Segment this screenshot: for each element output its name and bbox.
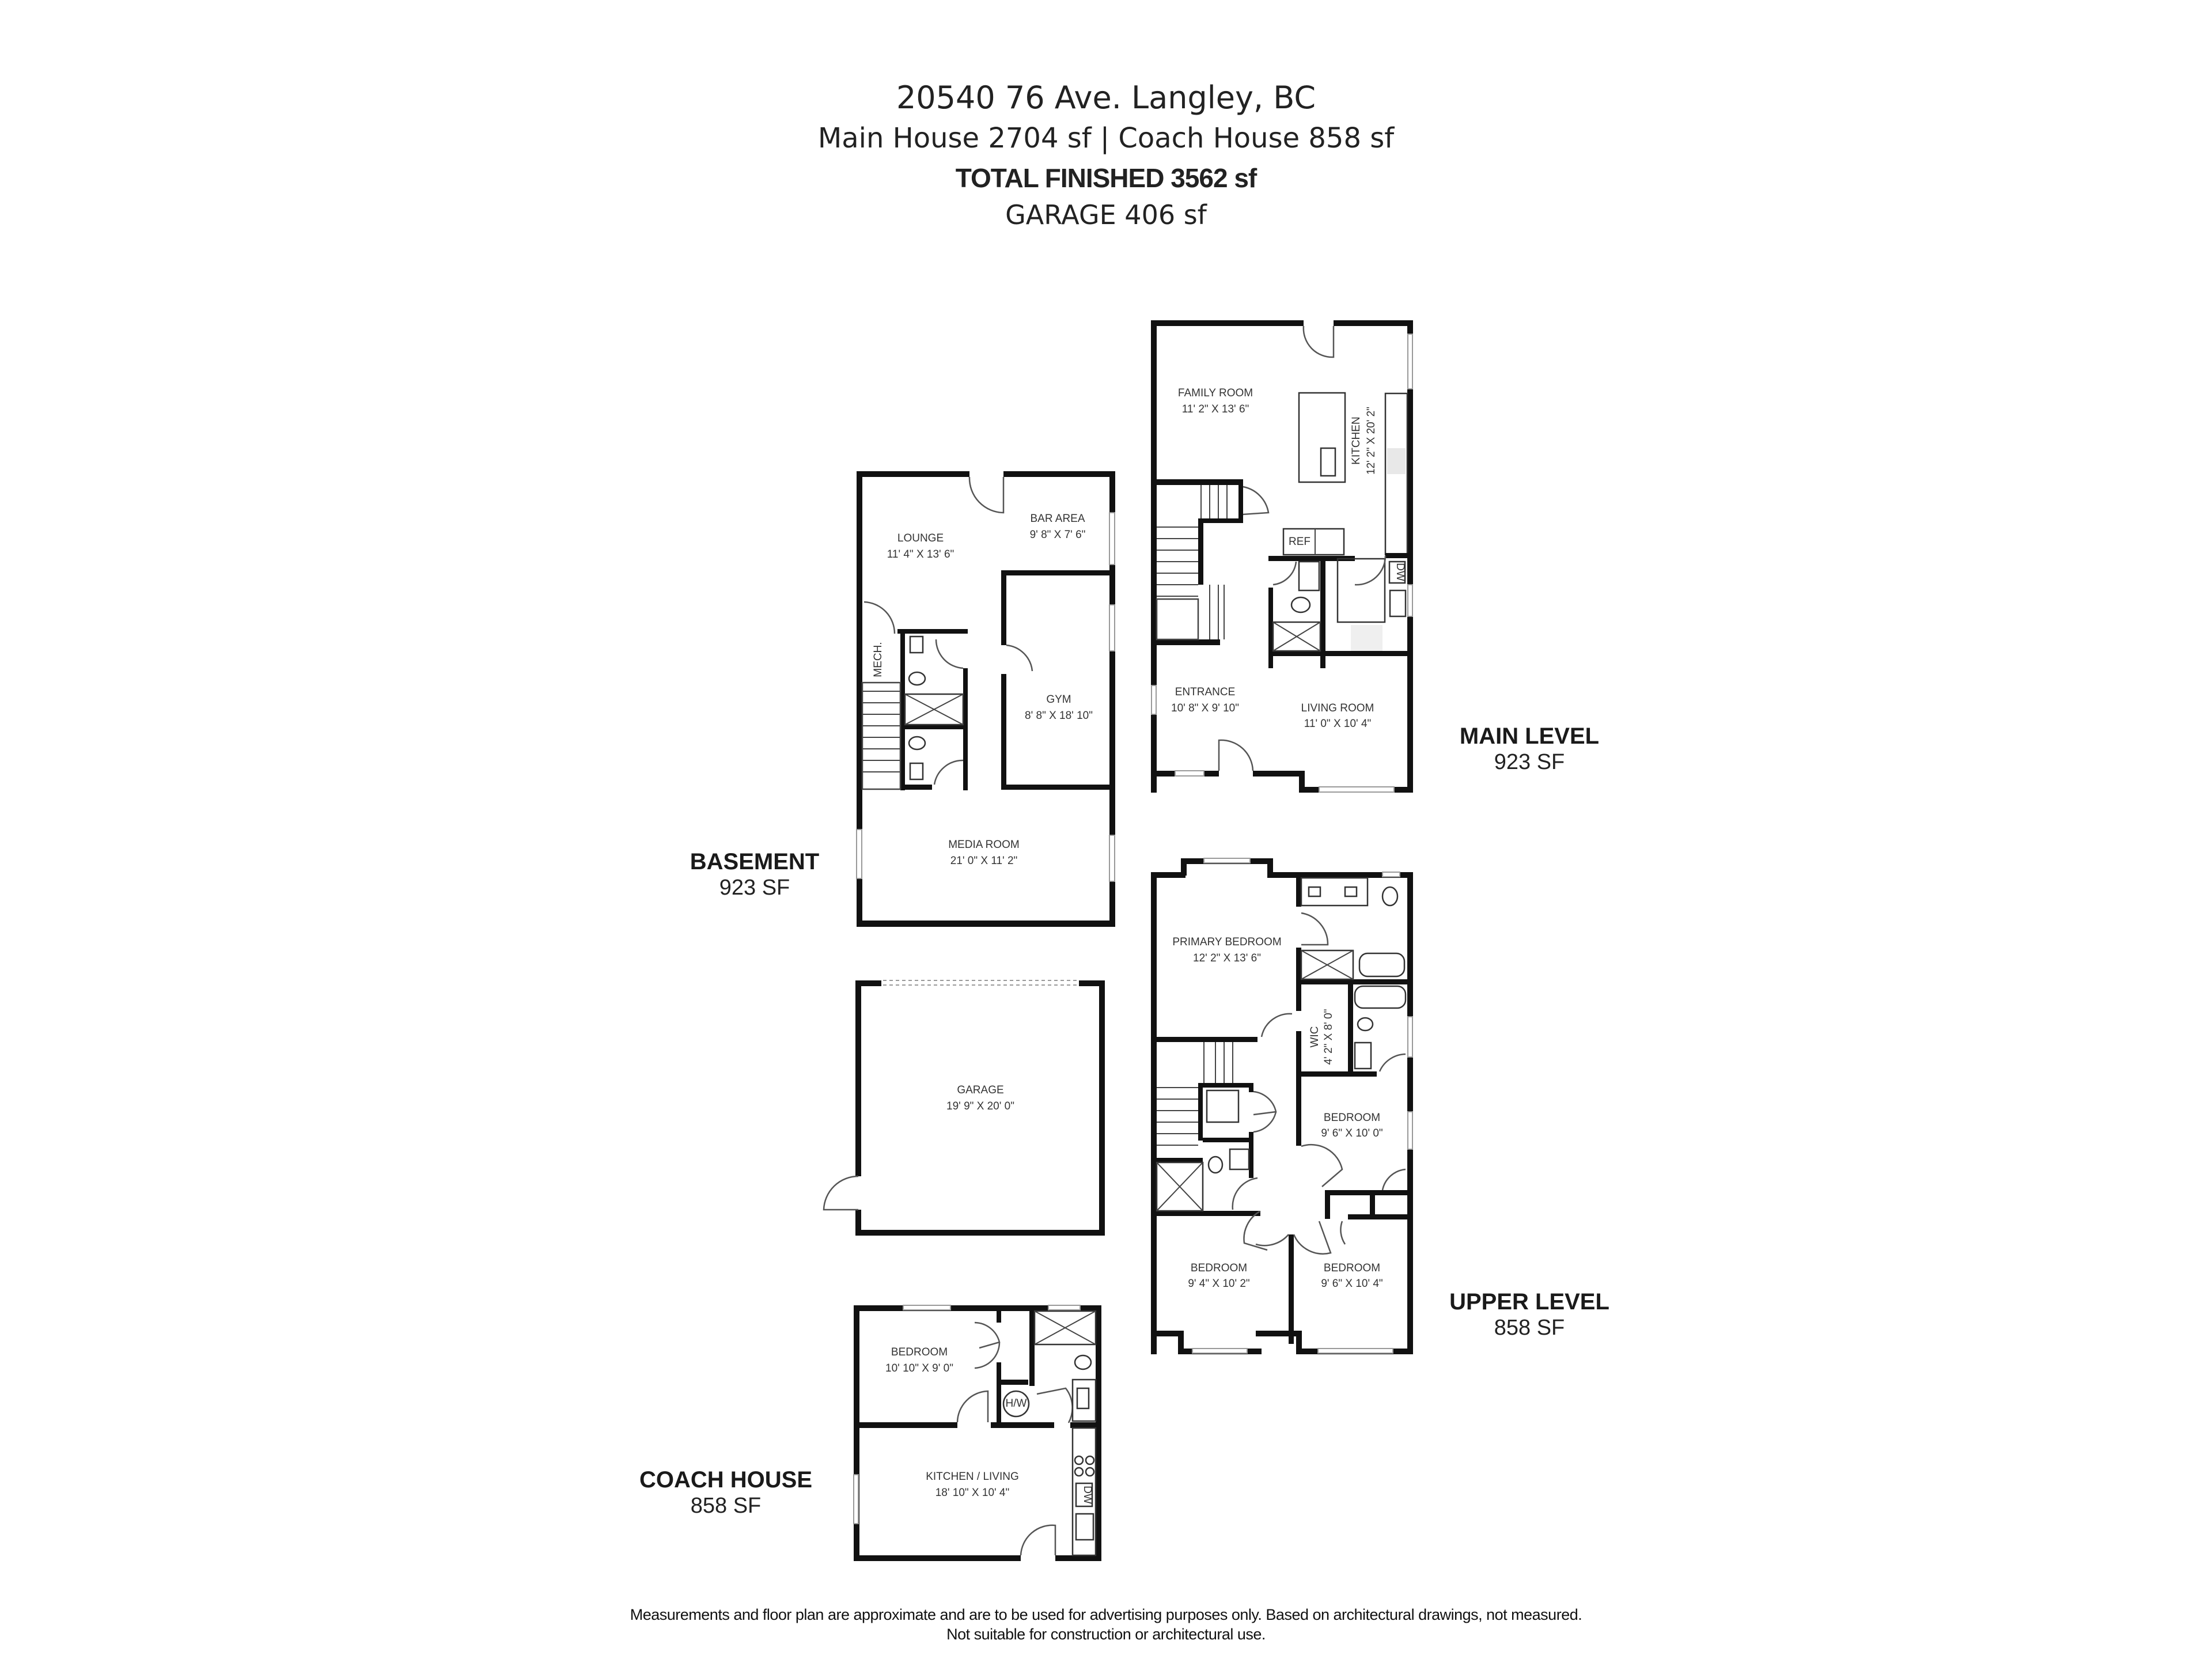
room-dims-coach-bedroom: 10' 10" X 9' 0": [885, 1362, 953, 1374]
level-area-main: 923 SF: [1494, 750, 1565, 774]
appliance-label-ref: REF: [1289, 536, 1310, 548]
level-title-upper: UPPER LEVEL: [1449, 1289, 1609, 1315]
room-label-media-room: MEDIA ROOM: [948, 839, 1020, 851]
appliance-label-hw: H/W: [1006, 1397, 1027, 1410]
room-dims-garage: 19' 9" X 20' 0": [946, 1100, 1014, 1112]
area-summary: Main House 2704 sf | Coach House 858 sf: [817, 122, 1395, 154]
room-dims-primary-bedroom: 12' 2" X 13' 6": [1193, 952, 1261, 964]
room-dims-bar-area: 9' 8" X 7' 6": [1030, 529, 1086, 541]
appliance-label-dw: DW: [1394, 563, 1406, 581]
room-label-kitchen-living: KITCHEN / LIVING: [926, 1471, 1019, 1483]
basement-plan: LOUNGE 11' 4" X 13' 6" BAR AREA 9' 8" X …: [856, 471, 1115, 927]
level-label-basement: BASEMENT 923 SF: [657, 849, 853, 900]
room-label-kitchen: KITCHEN: [1350, 416, 1362, 464]
level-area-basement: 923 SF: [719, 876, 790, 900]
room-dims-lounge: 11' 4" X 13' 6": [887, 548, 955, 560]
room-label-living-room: LIVING ROOM: [1301, 702, 1374, 714]
room-label-family-room: FAMILY ROOM: [1178, 387, 1253, 399]
level-label-upper: UPPER LEVEL 858 SF: [1434, 1289, 1624, 1340]
level-area-upper: 858 SF: [1494, 1316, 1565, 1340]
appliance-label-coach-dw: DW: [1081, 1486, 1093, 1504]
room-dims-bedroom-2: 9' 6" X 10' 0": [1321, 1127, 1382, 1139]
room-label-wic: WIC: [1309, 1027, 1321, 1048]
room-label-garage: GARAGE: [957, 1084, 1003, 1096]
room-dims-family-room: 11' 2" X 13' 6": [1182, 403, 1249, 415]
level-label-main: MAIN LEVEL 923 SF: [1440, 723, 1619, 775]
room-label-lounge: LOUNGE: [897, 532, 944, 544]
garage-plan: GARAGE 19' 9" X 20' 0": [823, 980, 1105, 1236]
level-label-coach-house: COACH HOUSE 858 SF: [631, 1467, 821, 1518]
room-dims-bedroom-3: 9' 4" X 10' 2": [1188, 1278, 1249, 1290]
level-title-main: MAIN LEVEL: [1459, 724, 1600, 749]
room-dims-entrance: 10' 8" X 9' 10": [1171, 702, 1239, 714]
level-area-coach-house: 858 SF: [690, 1494, 762, 1518]
garage-area: GARAGE 406 sf: [1005, 199, 1207, 230]
room-label-bedroom-4: BEDROOM: [1324, 1262, 1380, 1274]
room-label-bedroom-3: BEDROOM: [1191, 1262, 1247, 1274]
main-level-plan: DW FAMILY ROOM 11' 2" X 13' 6" KITCHEN 1…: [1151, 320, 1413, 793]
level-title-basement: BASEMENT: [690, 849, 820, 874]
level-title-coach-house: COACH HOUSE: [639, 1467, 813, 1493]
room-dims-bedroom-4: 9' 6" X 10' 4": [1321, 1278, 1382, 1290]
room-label-coach-bedroom: BEDROOM: [891, 1346, 948, 1358]
room-dims-wic: 4' 2" X 8' 0": [1323, 1009, 1335, 1065]
property-address: 20540 76 Ave. Langley, BC: [896, 79, 1316, 116]
room-label-bar-area: BAR AREA: [1030, 513, 1085, 525]
room-dims-gym: 8' 8" X 18' 10": [1025, 710, 1093, 722]
room-dims-media-room: 21' 0" X 11' 2": [950, 855, 1018, 867]
disclaimer-line-2: Not suitable for construction or archite…: [946, 1626, 1266, 1643]
room-dims-kitchen: 12' 2" X 20' 2": [1365, 407, 1377, 475]
room-label-entrance: ENTRANCE: [1175, 686, 1236, 698]
total-finished-area: TOTAL FINISHED 3562 sf: [955, 163, 1257, 193]
room-dims-kitchen-living: 18' 10" X 10' 4": [935, 1487, 1010, 1499]
room-label-primary-bedroom: PRIMARY BEDROOM: [1172, 936, 1281, 948]
room-dims-living-room: 11' 0" X 10' 4": [1304, 718, 1372, 730]
room-label-gym: GYM: [1046, 694, 1071, 706]
coach-house-plan: H/W DW BEDROOM 10' 10" X 9' 0" KITCHEN /…: [853, 1305, 1101, 1561]
upper-level-plan: PRIMARY BEDROOM 12' 2" X 13' 6" WIC 4' 2…: [1151, 858, 1413, 1354]
room-label-mech: MECH.: [872, 642, 884, 677]
disclaimer-line-1: Measurements and floor plan are approxim…: [630, 1606, 1582, 1623]
room-label-bedroom-2: BEDROOM: [1324, 1112, 1380, 1124]
